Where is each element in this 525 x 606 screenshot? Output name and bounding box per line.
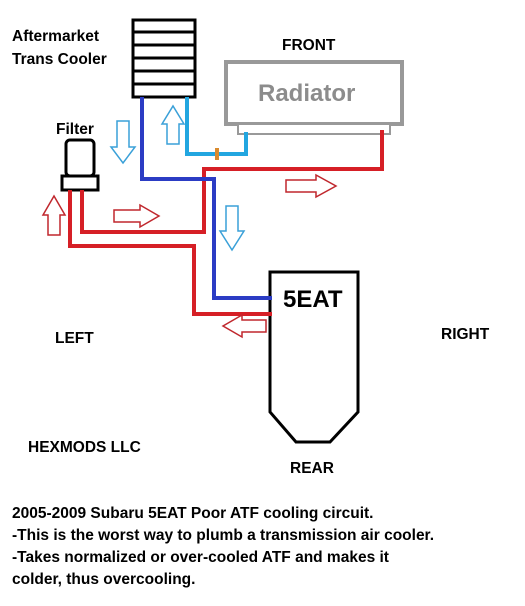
flow-arrow-icon — [160, 104, 186, 145]
radiator-icon — [224, 60, 404, 135]
hot-atf-lines — [68, 130, 384, 316]
caption-line: colder, thus overcooling. — [12, 571, 196, 588]
filter-icon — [60, 138, 100, 192]
filter-label: Filter — [56, 121, 94, 138]
cooler-label-line2: Trans Cooler — [12, 51, 107, 68]
radiator-label: Radiator — [258, 80, 355, 107]
company-label: HEXMODS LLC — [28, 439, 141, 456]
flow-arrow-icon — [41, 194, 67, 236]
left-label: LEFT — [55, 330, 94, 347]
rear-label: REAR — [290, 460, 334, 477]
caption-title: 2005-2009 Subaru 5EAT Poor ATF cooling c… — [12, 505, 374, 522]
caption-line: -Takes normalized or over-cooled ATF and… — [12, 549, 389, 566]
transmission-label: 5EAT — [283, 286, 343, 313]
caption-line: -This is the worst way to plumb a transm… — [12, 527, 435, 544]
cooled-atf-line — [140, 97, 272, 300]
right-label: RIGHT — [441, 326, 490, 343]
trans-cooler-icon — [131, 18, 197, 99]
cooler-label-line1: Aftermarket — [12, 28, 99, 45]
transmission-case-icon — [268, 270, 360, 444]
diagram-caption: 2005-2009 Subaru 5EAT Poor ATF cooling c… — [12, 503, 517, 591]
flow-arrow-icon — [285, 173, 338, 199]
flow-arrow-icon — [109, 120, 137, 165]
flow-arrow-icon — [113, 203, 161, 229]
hot-line-filter-to-5eat — [68, 190, 272, 316]
cool-flow-arrows — [109, 104, 246, 252]
hot-line-radiator-to-filter — [80, 130, 384, 234]
flow-arrow-icon — [221, 313, 267, 339]
hose-connector-icon — [215, 148, 219, 160]
front-label: FRONT — [282, 37, 336, 54]
flow-arrow-icon — [218, 205, 246, 252]
hot-flow-arrows — [41, 173, 338, 339]
